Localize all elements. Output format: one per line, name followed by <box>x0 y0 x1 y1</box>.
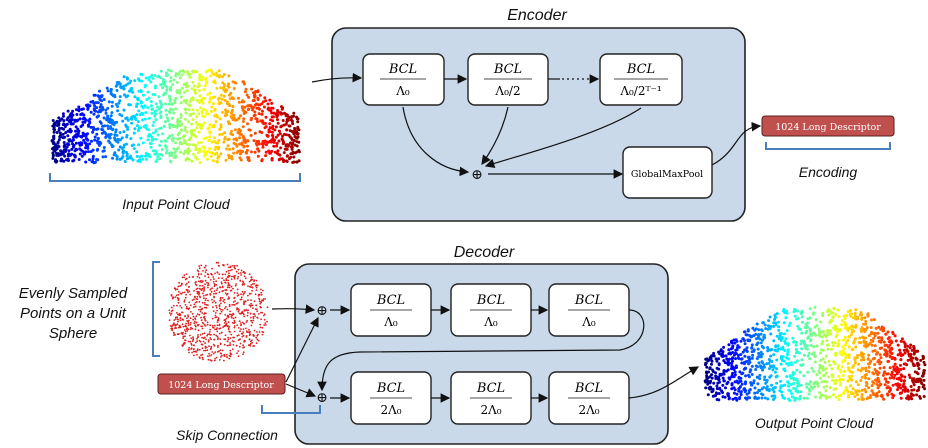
decoder-row1-block-2: BCL Λ₀ <box>450 283 532 337</box>
sphere-bracket <box>152 261 160 357</box>
encoder-arrows <box>311 72 762 179</box>
output-point-cloud <box>703 305 927 402</box>
encoder-sum-node: ⊕ <box>471 167 483 183</box>
output-label: Output Point Cloud <box>755 415 875 431</box>
unit-sphere-points <box>168 261 269 362</box>
input-point-cloud <box>50 68 301 165</box>
decoder-row1-block-1: BCL Λ₀ <box>350 283 432 337</box>
svg-text:2Λ₀: 2Λ₀ <box>480 403 501 417</box>
svg-text:2Λ₀: 2Λ₀ <box>578 403 599 417</box>
skip-label: Skip Connection <box>176 427 278 443</box>
svg-text:BCL: BCL <box>376 381 405 396</box>
encoder-descriptor: 1024 Long Descriptor <box>761 115 895 137</box>
svg-text:Λ₀: Λ₀ <box>383 315 398 329</box>
decoder-row1-block-3: BCL Λ₀ <box>548 283 630 337</box>
svg-text:BCL: BCL <box>574 293 603 308</box>
svg-text:BCL: BCL <box>476 293 505 308</box>
encoder-block-1: BCL Λ₀ <box>362 53 445 106</box>
svg-text:Λ₀: Λ₀ <box>483 315 498 329</box>
encoder-block-3: BCL Λ₀/2ᵀ⁻¹ <box>599 53 683 106</box>
sphere-label-line-2: Points on a Unit <box>20 305 127 322</box>
decoder-title: Decoder <box>454 244 515 261</box>
svg-text:Λ₀/2: Λ₀/2 <box>494 84 520 98</box>
encoding-label: Encoding <box>799 164 858 180</box>
svg-text:BCL: BCL <box>626 62 655 77</box>
encoding-bracket <box>765 142 891 150</box>
svg-text:BCL: BCL <box>574 381 603 396</box>
svg-text:GlobalMaxPool: GlobalMaxPool <box>631 169 703 180</box>
decoder-sum-node-2: ⊕ <box>316 390 328 406</box>
svg-text:Λ₀: Λ₀ <box>581 315 596 329</box>
svg-text:BCL: BCL <box>493 62 522 77</box>
sphere-label-line-3: Sphere <box>49 325 97 342</box>
skip-bracket <box>261 405 321 414</box>
svg-text:BCL: BCL <box>476 381 505 396</box>
decoder-row2-block-2: BCL 2Λ₀ <box>450 371 532 425</box>
svg-text:1024 Long Descriptor: 1024 Long Descriptor <box>775 122 881 133</box>
svg-text:2Λ₀: 2Λ₀ <box>380 403 401 417</box>
decoder-descriptor: 1024 Long Descriptor <box>157 373 286 395</box>
decoder-sum-node-1: ⊕ <box>316 303 328 319</box>
decoder-row2-block-3: BCL 2Λ₀ <box>548 371 630 425</box>
svg-text:BCL: BCL <box>388 62 417 77</box>
svg-text:Λ₀: Λ₀ <box>395 84 410 98</box>
svg-text:Λ₀/2ᵀ⁻¹: Λ₀/2ᵀ⁻¹ <box>619 84 661 98</box>
decoder-row2-block-1: BCL 2Λ₀ <box>350 371 432 425</box>
encoder-title: Encoder <box>507 7 567 24</box>
svg-text:BCL: BCL <box>376 293 405 308</box>
decoder-arrows <box>271 304 700 403</box>
encoder-block-2: BCL Λ₀/2 <box>467 53 549 106</box>
svg-text:1024 Long Descriptor: 1024 Long Descriptor <box>168 380 274 391</box>
input-bracket <box>49 173 301 182</box>
sphere-label-line-1: Evenly Sampled <box>19 285 128 302</box>
input-label: Input Point Cloud <box>122 196 231 212</box>
global-max-pool: GlobalMaxPool <box>622 146 713 199</box>
